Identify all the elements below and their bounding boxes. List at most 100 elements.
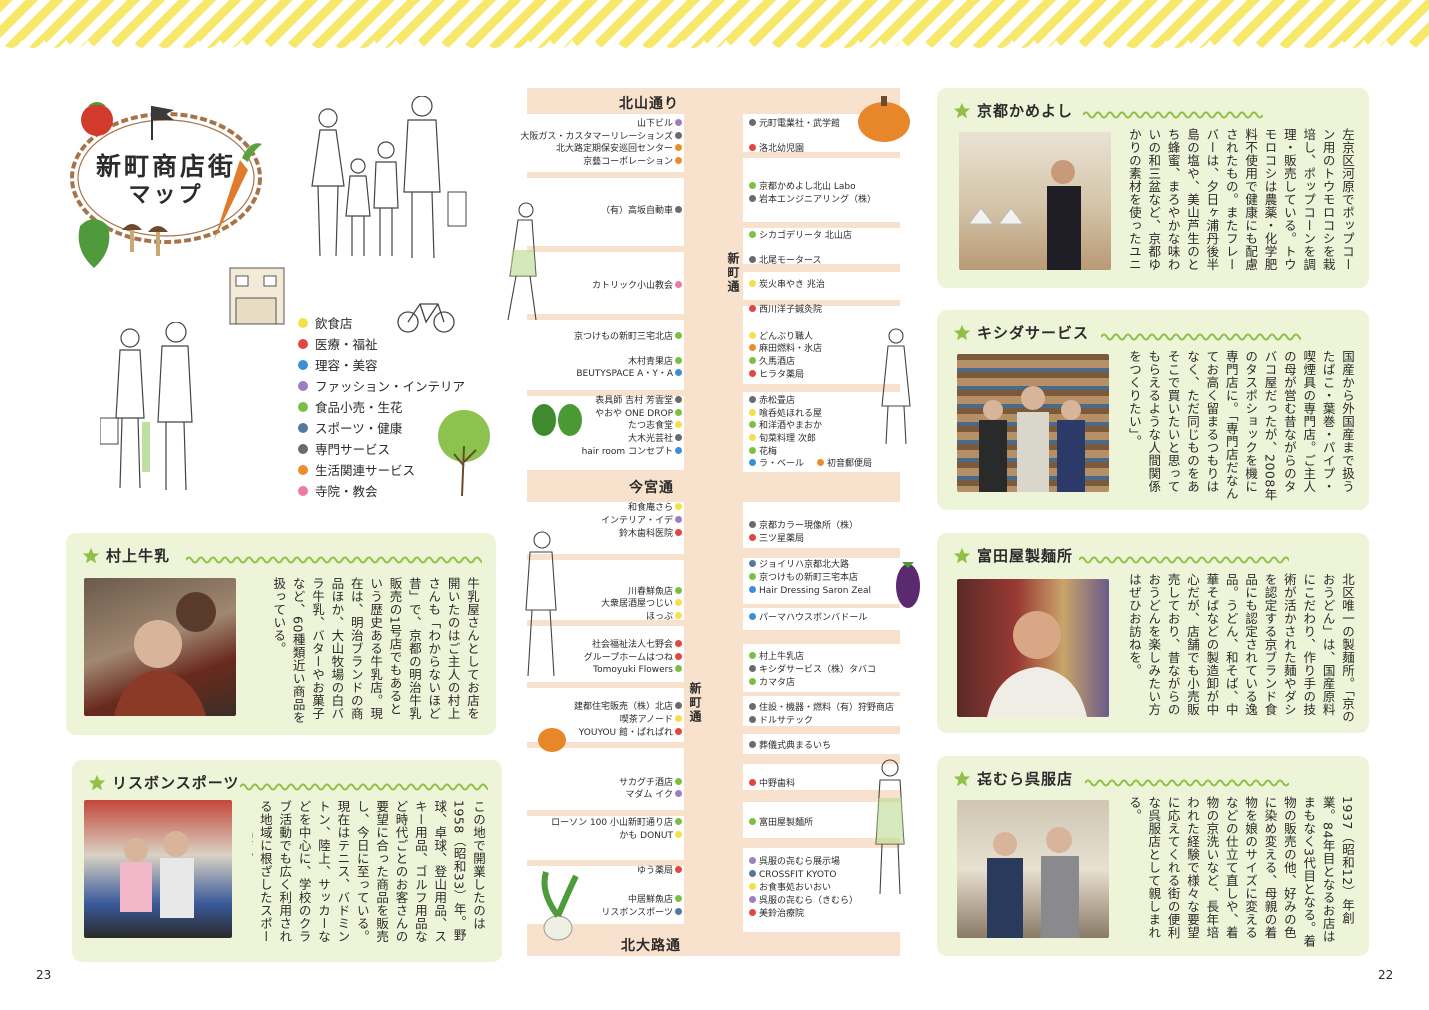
category-dot — [749, 280, 756, 287]
category-dot — [749, 703, 756, 710]
map-block — [526, 502, 684, 554]
shop-label: どんぶり職人 — [749, 331, 813, 344]
shop-name: 川春鮮魚店 — [627, 587, 673, 597]
category-dot — [675, 369, 682, 376]
category-dot — [675, 357, 682, 364]
card-murakami-header: 村上牛乳 — [82, 545, 170, 566]
shop-label: 京藝コーポレーション — [583, 156, 682, 169]
shop-name: 表具師 吉村 芳雲堂 — [595, 396, 673, 406]
shop-name: 山下ビル — [636, 119, 673, 129]
shop-label: カマタ店 — [749, 677, 795, 690]
category-dot — [675, 790, 682, 797]
star-icon — [953, 324, 971, 340]
card-lisbon-title: リスボンスポーツ — [112, 774, 240, 792]
shop-label: 中居鮮魚店 — [628, 894, 682, 907]
map-block — [526, 178, 684, 246]
shop-label: 呉服の㐂むら（きむら） — [749, 895, 858, 908]
shopkeeper-photo — [987, 611, 1087, 717]
wavy-line — [1085, 779, 1289, 787]
shop-name: 鈴木歯科医院 — [618, 529, 673, 539]
category-dot — [749, 256, 756, 263]
legend-item: 生活関連サービス — [298, 459, 465, 480]
shop-name: サカグチ酒店 — [618, 778, 673, 788]
shop-name: CROSSFIT KYOTO — [759, 870, 837, 880]
shop-name: BEUTYSPACE A・Y・A — [576, 369, 673, 379]
shop-label: Hair Dressing Saron Zeal — [749, 585, 871, 598]
shop-label: 山下ビル — [637, 118, 682, 131]
card-murakami-title: 村上牛乳 — [106, 547, 171, 565]
category-dot — [675, 612, 682, 619]
shop-label: 葬儀式典まるいち — [749, 740, 831, 753]
shop-name: Hair Dressing Saron Zeal — [759, 586, 871, 596]
category-dot — [749, 857, 756, 864]
shop-label: ドルサテック — [749, 715, 813, 728]
legend-dot — [298, 401, 308, 412]
card-lisbon-photo — [84, 800, 232, 938]
shop-label: かも DONUT — [619, 830, 682, 843]
shop-label: 赤松畳店 — [749, 395, 795, 408]
star-icon — [82, 547, 100, 563]
map-block — [526, 748, 684, 810]
category-dot — [749, 909, 756, 916]
page-number-right: 22 — [1378, 968, 1394, 982]
category-dot — [749, 357, 756, 364]
shop-label: 美鈴治療院 — [749, 908, 804, 921]
category-dot — [675, 908, 682, 915]
shop-label: 喰呑処ほれる屋 — [749, 408, 822, 421]
legend-item: 飲食店 — [298, 312, 465, 333]
legend-item: スポーツ・健康 — [298, 417, 465, 438]
category-dot — [675, 281, 682, 288]
couple-illustration — [100, 322, 193, 491]
star-icon — [953, 102, 971, 118]
shop-name: 炭火串やき 兆治 — [759, 280, 825, 290]
shop-name: 花梅 — [759, 447, 778, 457]
shop-label: ゆう薬局 — [637, 865, 682, 878]
category-dot — [675, 599, 682, 606]
shop-label: サカグチ酒店 — [619, 777, 682, 790]
shop-label: パーマハウスボンバドール — [749, 612, 867, 625]
category-dot — [749, 779, 756, 786]
map-block — [526, 396, 684, 470]
card-lisbon-text: この地で開業したのは1958（昭和33）年。野球、卓球、登山用品、スキー用品、ゴ… — [252, 800, 486, 943]
legend-item: 医療・福祉 — [298, 333, 465, 354]
bicycle-illustration — [397, 303, 455, 333]
shop-name: 美鈴治療院 — [759, 909, 805, 919]
map-title: 新町商店街 マップ — [86, 152, 246, 208]
shop-label: 和食庵さら — [628, 502, 682, 515]
shop-name: たつ志食堂 — [627, 421, 673, 431]
shop-name: 木村青果店 — [627, 357, 673, 367]
shop-label: 大木光芸社 — [628, 433, 682, 446]
man-walking-illustration — [525, 531, 557, 677]
shop-label: ローソン 100 小山新町通り店 — [551, 817, 682, 830]
map-block — [743, 802, 901, 838]
eggplant-icon — [896, 562, 920, 608]
map-block — [526, 866, 684, 924]
shop-name: 北尾モータース — [759, 256, 822, 266]
map-block — [526, 252, 684, 314]
shop-label: 京都カラー現像所（株） — [749, 520, 858, 533]
map-block — [743, 176, 901, 222]
shop-name: カトリック小山教会 — [591, 281, 673, 291]
street-kitaoji: 北大路通 — [621, 938, 681, 954]
shop-name: ジョイリハ京都北大路 — [759, 560, 850, 570]
shop-label: キシダサービス（株）タバコ — [749, 664, 876, 677]
shop-label: お食事処おいおい — [749, 882, 831, 895]
category-dot — [675, 778, 682, 785]
card-kameyoshi-header: 京都かめよし — [953, 100, 1073, 121]
shop-name: Tomoyuki Flowers — [593, 665, 673, 675]
shop-name: インテリア・イデ — [600, 516, 673, 526]
street-imamiya: 今宮通 — [629, 480, 674, 496]
card-murakami-photo — [84, 578, 236, 716]
shop-name: かも DONUT — [619, 831, 673, 841]
shop-name: 呉服の㐂むら（きむら） — [759, 896, 859, 906]
shop-label: 西川洋子鍼灸院 — [749, 304, 822, 317]
legend-item: 寺院・教会 — [298, 480, 465, 501]
shop-name: ローソン 100 小山新町通り店 — [551, 818, 673, 828]
shop-label: 木村青果店 — [628, 356, 682, 369]
shop-name: 京藝コーポレーション — [583, 157, 673, 167]
category-dot — [675, 640, 682, 647]
map-block — [743, 306, 901, 336]
map-block — [743, 392, 901, 472]
category-dot — [675, 587, 682, 594]
card-kimura-header: 㐂むら呉服店 — [953, 768, 1073, 789]
